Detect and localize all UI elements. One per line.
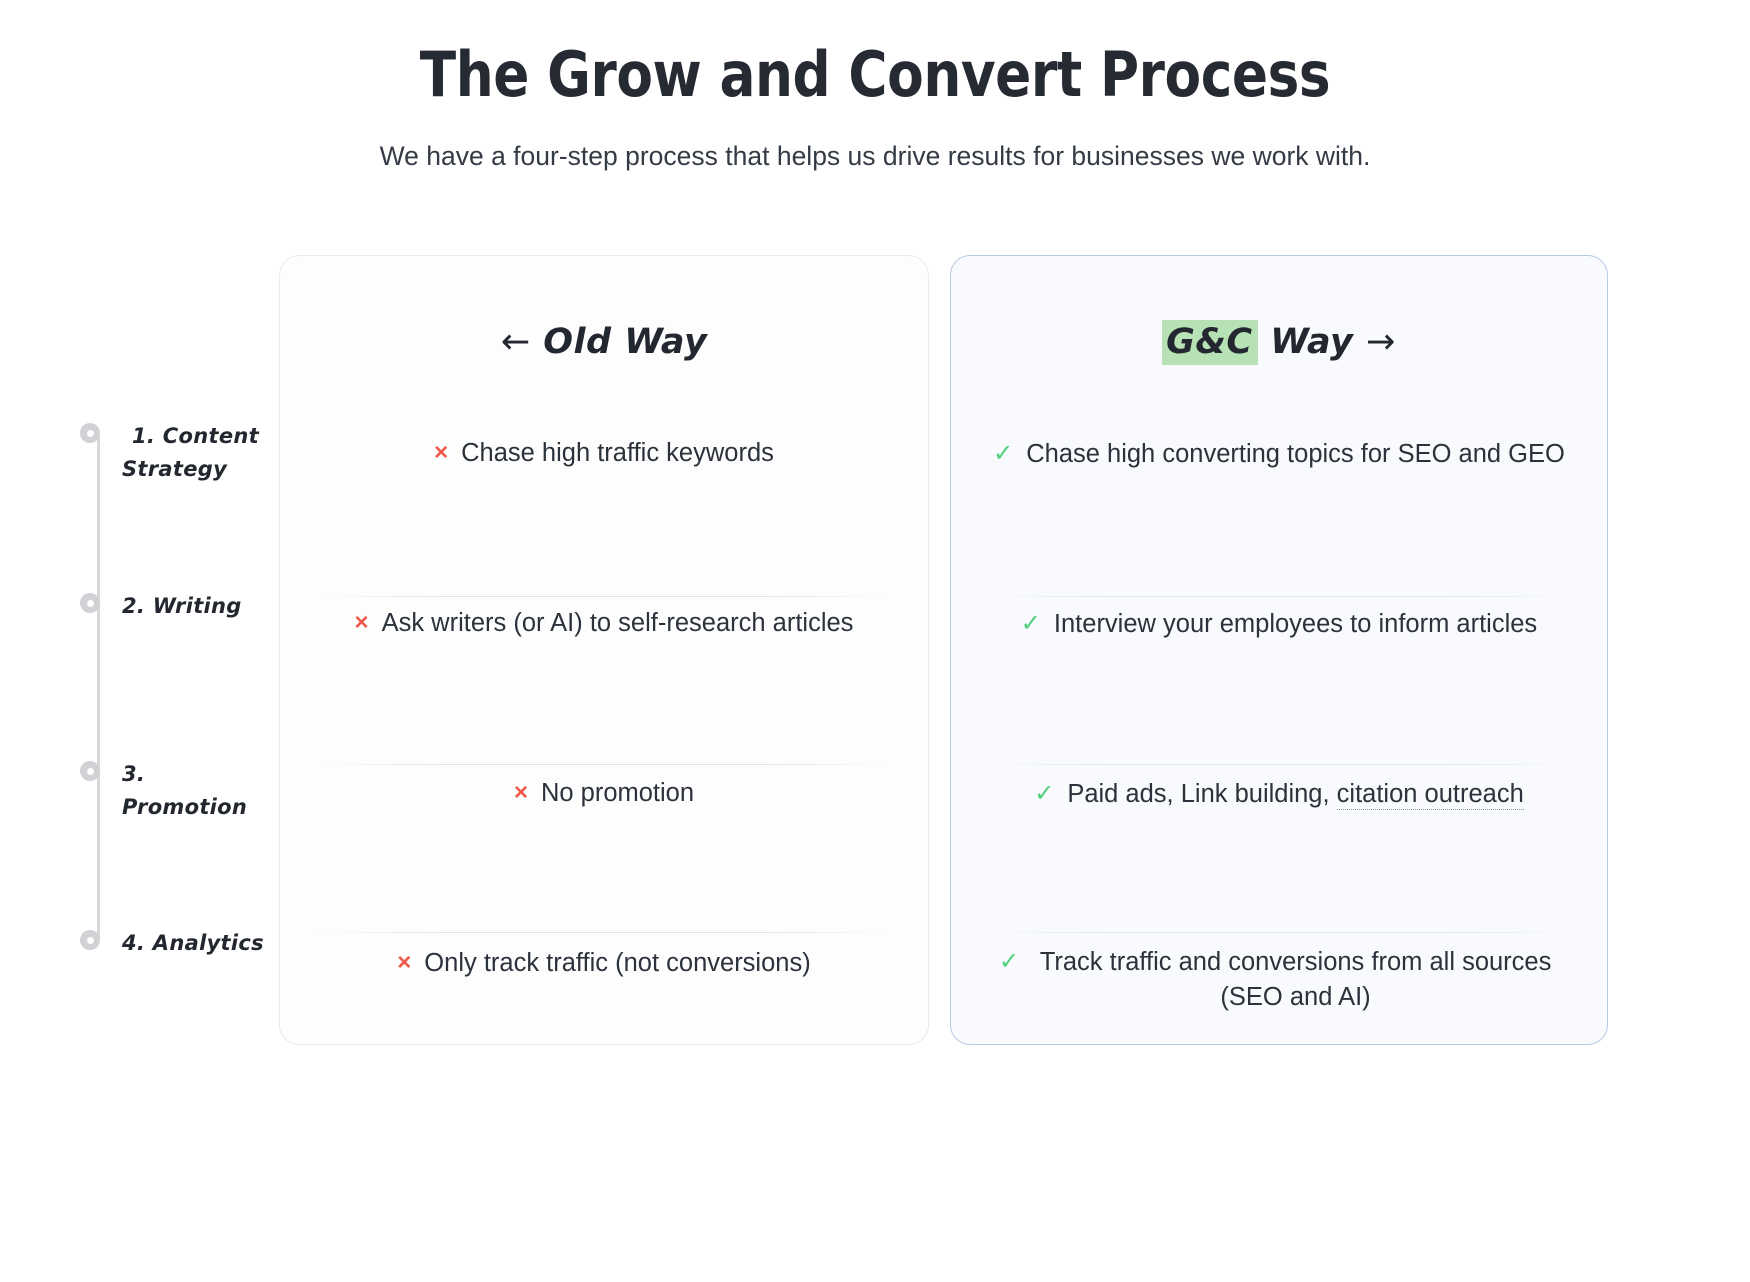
- arrow-right-icon: →: [1366, 322, 1396, 362]
- old-way-row-text: Only track traffic (not conversions): [424, 949, 811, 977]
- gc-way-row-text: Track traffic and conversions from all s…: [1039, 948, 1552, 1012]
- gc-way-row: ✓ Track traffic and conversions from all…: [977, 932, 1581, 1100]
- timeline-step-label: 3. Promotion: [122, 762, 248, 819]
- gc-way-row: ✓ Interview your employees to inform art…: [977, 596, 1581, 764]
- gc-way-heading-highlight: G&C: [1162, 320, 1258, 365]
- timeline-step-label: 2. Writing: [122, 594, 242, 618]
- page-subtitle: We have a four-step process that helps u…: [379, 141, 1371, 172]
- timeline-dot-icon: [80, 593, 100, 613]
- arrow-left-icon: ←: [500, 322, 531, 362]
- process-timeline: 1. Content Strategy 2. Writing 3. Promot…: [80, 255, 270, 1045]
- old-way-card-header: ← Old Way: [306, 256, 902, 428]
- check-icon: ✓: [993, 440, 1014, 467]
- comparison-section: 1. Content Strategy 2. Writing 3. Promot…: [0, 255, 1750, 1045]
- old-way-row: × No promotion: [306, 764, 902, 932]
- page-header: The Grow and Convert Process We have a f…: [0, 0, 1750, 174]
- gc-way-heading-label: Way: [1257, 322, 1367, 362]
- gc-way-row-text: Paid ads, Link building, citation outrea…: [1067, 777, 1524, 812]
- gc-way-row-text-prefix: Paid ads, Link building,: [1067, 780, 1337, 808]
- gc-way-card-header: G&C Way →: [977, 256, 1581, 428]
- gc-way-row-text: Interview your employees to inform artic…: [1053, 610, 1538, 638]
- cross-icon: ×: [434, 439, 449, 466]
- gc-way-row-list: ✓ Chase high converting topics for SEO a…: [977, 428, 1581, 1100]
- timeline-step-content-strategy[interactable]: 1. Content Strategy: [80, 420, 270, 485]
- timeline-dot-icon: [80, 423, 100, 443]
- old-way-card: ← Old Way × Chase high traffic keywords …: [279, 255, 929, 1045]
- timeline-rail: [97, 435, 100, 940]
- old-way-heading-label: Old Way: [530, 322, 708, 362]
- page-title: The Grow and Convert Process: [419, 38, 1331, 111]
- old-way-row-text: Chase high traffic keywords: [461, 439, 774, 467]
- timeline-dot-icon: [80, 761, 100, 781]
- gc-way-heading: G&C Way →: [1162, 320, 1396, 365]
- old-way-row: × Chase high traffic keywords: [306, 428, 902, 596]
- old-way-row-text: Ask writers (or AI) to self-research art…: [381, 609, 854, 637]
- old-way-row: × Only track traffic (not conversions): [306, 932, 902, 1100]
- timeline-step-writing[interactable]: 2. Writing: [80, 590, 270, 623]
- old-way-row: × Ask writers (or AI) to self-research a…: [306, 596, 902, 764]
- check-icon: ✓: [1020, 610, 1041, 637]
- old-way-row-text: No promotion: [540, 779, 695, 807]
- timeline-step-label: 4. Analytics: [122, 931, 264, 955]
- timeline-dot-icon: [80, 930, 100, 950]
- timeline-step-analytics[interactable]: 4. Analytics: [80, 927, 270, 960]
- gc-way-row-text: Chase high converting topics for SEO and…: [1026, 440, 1565, 468]
- check-icon: ✓: [999, 948, 1020, 975]
- check-icon: ✓: [1034, 780, 1055, 807]
- cross-icon: ×: [397, 949, 412, 976]
- cross-icon: ×: [513, 779, 528, 806]
- old-way-row-list: × Chase high traffic keywords × Ask writ…: [306, 428, 902, 1100]
- timeline-step-label: 1. Content Strategy: [122, 424, 259, 481]
- gc-way-row: ✓ Paid ads, Link building, citation outr…: [977, 764, 1581, 932]
- timeline-step-promotion[interactable]: 3. Promotion: [80, 758, 270, 823]
- cross-icon: ×: [354, 609, 369, 636]
- old-way-heading: ← Old Way: [501, 322, 708, 362]
- gc-way-card: G&C Way → ✓ Chase high converting topics…: [950, 255, 1608, 1045]
- gc-way-row: ✓ Chase high converting topics for SEO a…: [977, 428, 1581, 596]
- citation-outreach-link[interactable]: citation outreach: [1336, 780, 1524, 810]
